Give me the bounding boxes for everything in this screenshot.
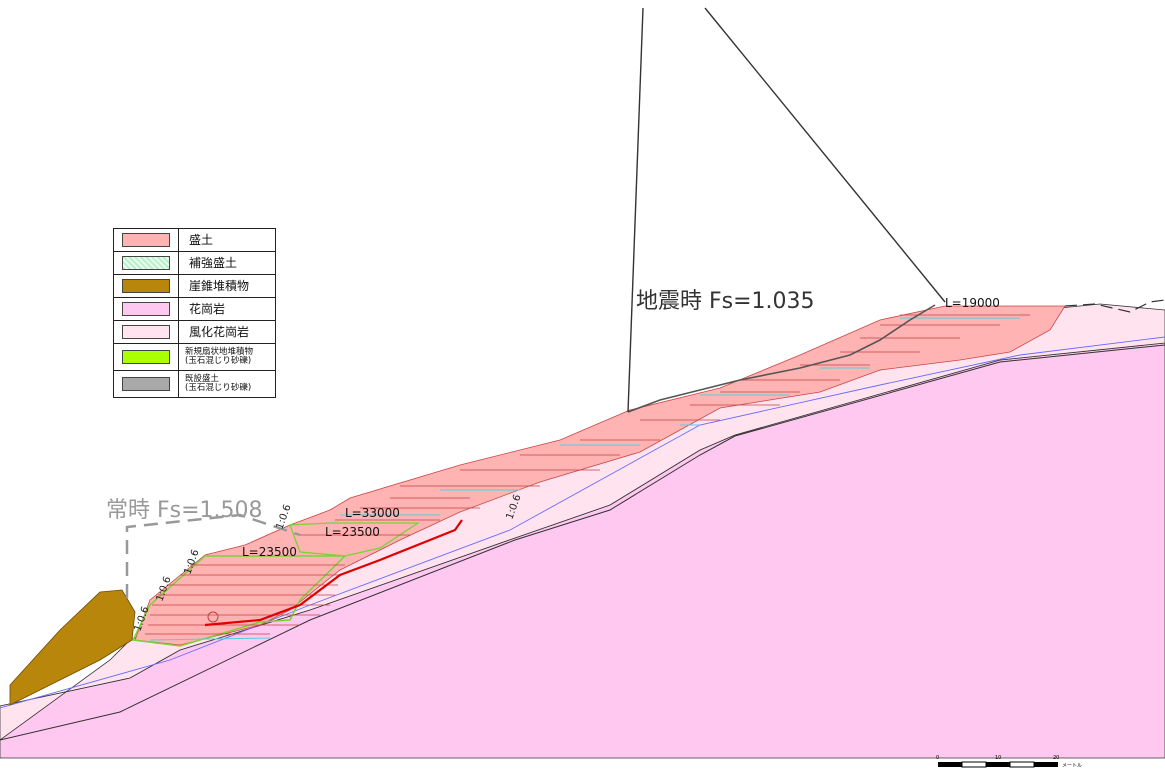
legend-row-granite: 花崗岩	[114, 298, 275, 321]
reinforced-fill-lower	[131, 555, 347, 647]
legend-label-fill: 盛土	[189, 232, 214, 247]
scale-tick-20: 20	[1053, 755, 1059, 761]
legend-swatch-existing-fill	[122, 377, 170, 391]
scale-unit: メートル	[1062, 763, 1082, 769]
legend-row-weathered: 風化花崗岩	[114, 321, 275, 344]
talus-deposit	[9, 589, 136, 706]
anchor-length-label-2: L=33000	[345, 506, 400, 520]
legend-label-existing-fill: 既設盛土 (玉石混じり砂礫)	[179, 375, 275, 393]
blue-boundary-line	[0, 336, 1165, 709]
legend: 盛土 補強盛土 崖錐堆積物 花崗岩 風化花崗岩 新規扇状地堆積物 (玉石混じり砂…	[113, 228, 276, 398]
legend-row-talus: 崖錐堆積物	[114, 275, 275, 298]
legend-swatch-fan-deposit	[122, 350, 170, 364]
normal-safety-factor-label: 常時 Fs=1.508	[106, 498, 263, 523]
legend-swatch-weathered	[122, 325, 170, 339]
legend-swatch-talus	[122, 279, 170, 293]
normal-radius-dashed	[125, 513, 301, 598]
anchor-length-label-1: L=19000	[945, 296, 1000, 310]
legend-row-existing-fill: 既設盛土 (玉石混じり砂礫)	[114, 371, 275, 397]
legend-row-fill: 盛土	[114, 229, 275, 252]
legend-label-weathered: 風化花崗岩	[189, 324, 250, 339]
legend-label-existing-fill-line2: (玉石混じり砂礫)	[185, 383, 252, 393]
legend-swatch-reinforced	[122, 256, 170, 270]
lower-boundary-line	[0, 344, 1165, 741]
legend-label-existing-fill-line1: 既設盛土	[185, 374, 220, 385]
legend-row-reinforced: 補強盛土	[114, 252, 275, 275]
legend-swatch-granite	[122, 302, 170, 316]
anchor-lines	[145, 314, 1030, 635]
scale-tick-10: 10	[995, 755, 1001, 761]
critical-slip-surface	[204, 519, 463, 627]
legend-row-fan-deposit: 新規扇状地堆積物 (玉石混じり砂礫)	[114, 344, 275, 371]
legend-label-granite: 花崗岩	[189, 301, 226, 316]
anchor-length-label-3: L=23500	[325, 525, 380, 539]
reinforced-fill-upper	[289, 522, 421, 557]
seismic-slip-surface	[627, 304, 936, 413]
seismic-radius-line-right	[704, 7, 946, 303]
legend-label-talus: 崖錐堆積物	[189, 278, 250, 293]
legend-label-fan-deposit: 新規扇状地堆積物 (玉石混じり砂礫)	[179, 348, 275, 366]
seismic-safety-factor-label: 地震時 Fs=1.035	[636, 289, 815, 314]
scale-bar: 0 10 20 メートル	[936, 755, 1082, 769]
anchor-length-label-4: L=23500	[242, 545, 297, 559]
seismic-radius-line-left	[627, 7, 644, 413]
existing-ground-dashed	[1064, 299, 1165, 313]
anchor-lines-cyan	[149, 317, 1020, 641]
legend-label-fan-deposit-line2: (玉石混じり砂礫)	[185, 356, 252, 366]
granite-layer	[0, 342, 1165, 759]
legend-label-fan-deposit-line1: 新規扇状地堆積物	[185, 347, 254, 358]
center-marker	[207, 611, 219, 623]
embankment-fill	[134, 305, 1066, 646]
legend-swatch-fill	[122, 233, 170, 247]
legend-label-reinforced: 補強盛土	[189, 255, 238, 270]
scale-tick-0: 0	[936, 755, 939, 761]
